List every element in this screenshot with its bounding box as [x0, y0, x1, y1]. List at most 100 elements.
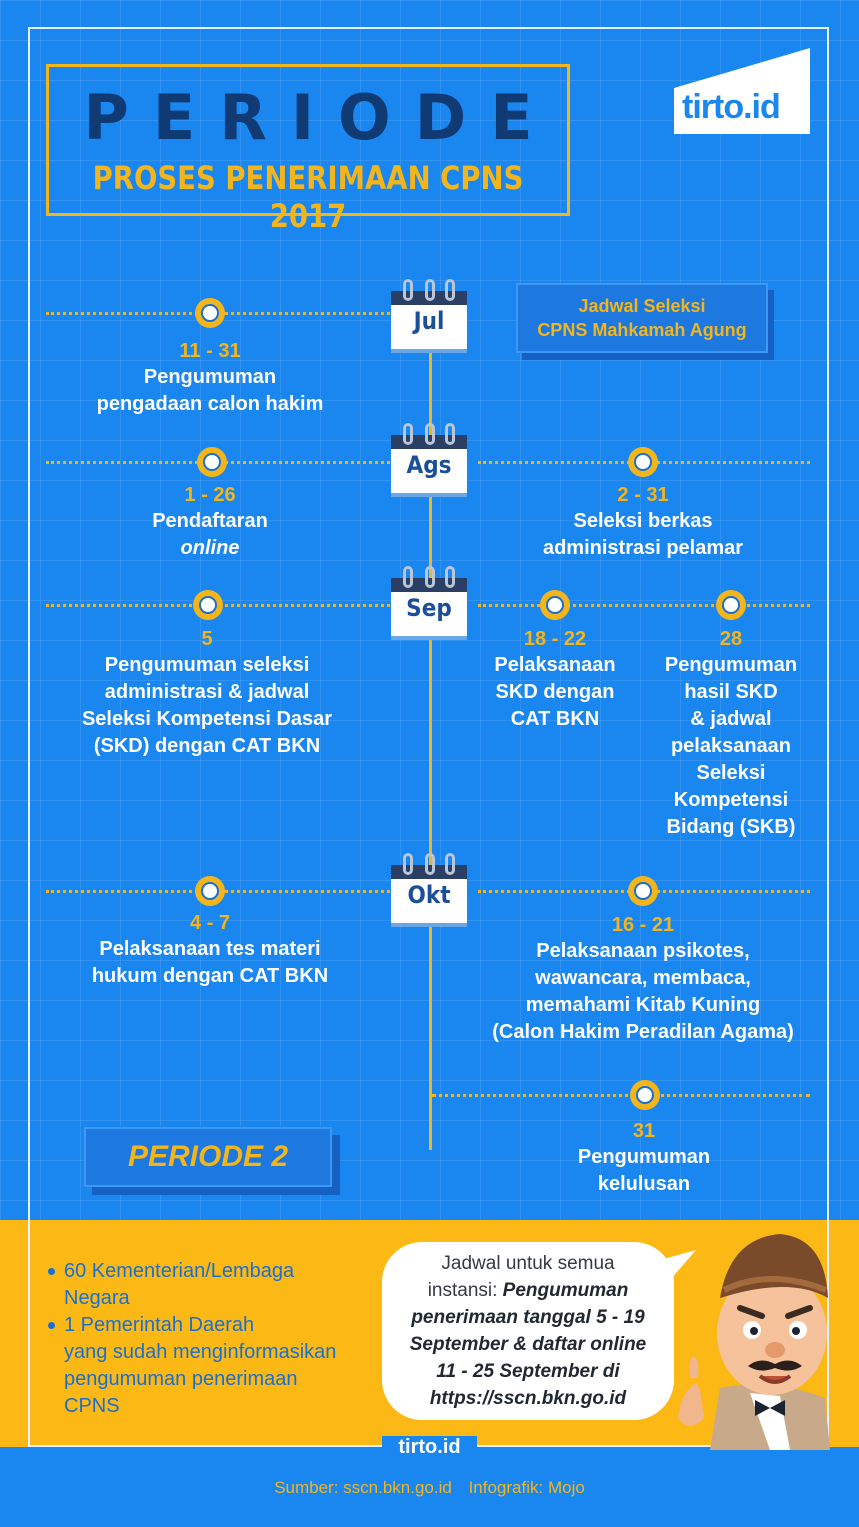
mascot-character-icon	[678, 1234, 830, 1450]
page-subtitle: PROSES PENERIMAAN CPNS 2017	[92, 159, 524, 235]
event-ags-left: 1 - 26 Pendaftaran online	[60, 482, 360, 562]
schedule-label-line: Jadwal Seleksi	[578, 296, 706, 316]
footer-band	[0, 1447, 859, 1527]
event-desc: Bidang (SKB)	[666, 816, 796, 838]
event-desc: Seleksi	[696, 762, 766, 784]
timeline-dot	[193, 590, 223, 620]
event-desc: hukum dengan CAT BKN	[91, 965, 329, 987]
calendar-icon: Ags	[391, 423, 467, 493]
title-box: PERIODE PROSES PENERIMAAN CPNS 2017	[46, 64, 570, 235]
event-desc: Pengumuman	[143, 366, 277, 388]
timeline-axis	[429, 320, 432, 1150]
event-ags-right: 2 - 31 Seleksi berkas administrasi pelam…	[493, 482, 793, 562]
list-item-line: Negara	[64, 1287, 130, 1309]
source-text: Sumber: sscn.bkn.go.id	[274, 1478, 452, 1497]
event-desc: Kompetensi	[673, 789, 789, 811]
calendar-icon: Sep	[391, 566, 467, 636]
bubble-bold: September & daftar online	[409, 1334, 647, 1355]
logo-text: tirto.id	[682, 88, 781, 126]
logo-badge-icon	[674, 48, 810, 134]
event-sep-left: 5 Pengumuman seleksi administrasi & jadw…	[52, 626, 362, 760]
calendar-icon: Jul	[391, 279, 467, 349]
event-date: 31	[632, 1120, 656, 1142]
event-jul-left: 11 - 31 Pengumuman pengadaan calon hakim	[60, 338, 360, 418]
event-final: 31 Pengumuman kelulusan	[544, 1118, 744, 1198]
event-desc: (SKD) dengan CAT BKN	[93, 735, 321, 757]
schedule-label-line: CPNS Mahkamah Agung	[537, 320, 747, 340]
timeline-connector	[478, 604, 810, 607]
list-item-line: pengumuman penerimaan	[64, 1368, 298, 1390]
event-desc-italic: online	[180, 537, 240, 559]
month-label: Sep	[406, 594, 452, 622]
bubble-line: Jadwal untuk semua	[441, 1253, 615, 1274]
event-desc: Pengumuman	[577, 1146, 711, 1168]
event-desc: (Calon Hakim Peradilan Agama)	[492, 1021, 794, 1043]
bubble-line: instansi:	[427, 1280, 503, 1301]
footer-brand: tirto.id	[382, 1436, 477, 1458]
event-date: 4 - 7	[189, 912, 231, 934]
footer-brand-wrap: tirto.id	[0, 1436, 859, 1459]
list-item: 60 Kementerian/Lembaga Negara	[46, 1258, 376, 1312]
list-item-line: yang sudah menginformasikan	[64, 1341, 337, 1363]
event-desc: Pengumuman	[664, 654, 798, 676]
timeline-dot	[630, 1080, 660, 1110]
event-desc: pengadaan calon hakim	[96, 393, 324, 415]
event-desc: Pelaksanaan	[494, 654, 616, 676]
credit-text: Infografik: Mojo	[468, 1478, 585, 1497]
month-label: Ags	[406, 451, 452, 479]
event-desc: kelulusan	[597, 1173, 691, 1195]
bubble-bold: penerimaan tanggal 5 - 19	[411, 1307, 645, 1328]
page-title: PERIODE	[83, 81, 557, 154]
event-sep-mid: 18 - 22 Pelaksanaan SKD dengan CAT BKN	[475, 626, 635, 733]
speech-tail-icon	[660, 1250, 696, 1280]
event-desc: administrasi & jadwal	[104, 681, 310, 703]
event-desc: & jadwal	[690, 708, 772, 730]
event-desc: pelaksanaan	[670, 735, 792, 757]
timeline-dot	[540, 590, 570, 620]
timeline-dot	[195, 876, 225, 906]
event-date: 11 - 31	[179, 340, 241, 362]
event-desc: Pelaksanaan tes materi	[99, 938, 321, 960]
event-okt-right: 16 - 21 Pelaksanaan psikotes, wawancara,…	[473, 912, 813, 1046]
event-date: 16 - 21	[611, 914, 675, 936]
timeline-dot	[628, 447, 658, 477]
bubble-bold: https://sscn.bkn.go.id	[429, 1388, 627, 1409]
event-desc: CAT BKN	[510, 708, 600, 730]
event-date: 2 - 31	[617, 484, 669, 506]
event-date: 5	[201, 628, 213, 650]
tirto-logo: tirto.id	[674, 48, 810, 134]
list-item-line: CPNS	[64, 1395, 120, 1417]
timeline-connector	[432, 1094, 810, 1097]
speech-bubble	[382, 1242, 674, 1420]
list-item: 1 Pemerintah Daerah yang sudah menginfor…	[46, 1312, 376, 1420]
source-line: Sumber: sscn.bkn.go.id Infografik: Mojo	[0, 1478, 859, 1498]
event-desc: administrasi pelamar	[542, 537, 744, 559]
timeline-dot	[195, 298, 225, 328]
bubble-text: Jadwal untuk semua instansi: Pengumuman …	[390, 1250, 666, 1412]
timeline-dot	[628, 876, 658, 906]
event-date: 28	[719, 628, 743, 650]
event-desc: memahami Kitab Kuning	[525, 994, 761, 1016]
calendar-icon: Okt	[391, 853, 467, 923]
schedule-label: Jadwal Seleksi CPNS Mahkamah Agung	[516, 283, 768, 353]
list-item-line: 60 Kementerian/Lembaga	[64, 1260, 295, 1282]
event-desc: wawancara, membaca,	[535, 967, 751, 989]
event-date: 1 - 26	[184, 484, 236, 506]
bubble-bold: 11 - 25 September di	[436, 1361, 620, 1382]
event-desc: Seleksi Kompetensi Dasar	[81, 708, 333, 730]
event-desc: SKD dengan	[495, 681, 615, 703]
event-desc: Seleksi berkas	[573, 510, 713, 532]
month-label: Jul	[413, 307, 445, 335]
periode2-label: PERIODE 2	[84, 1127, 332, 1187]
event-desc: Pendaftaran	[152, 510, 268, 532]
event-desc: Pelaksanaan psikotes,	[536, 940, 750, 962]
timeline-dot	[197, 447, 227, 477]
list-item-line: 1 Pemerintah Daerah	[64, 1314, 255, 1336]
institution-list: 60 Kementerian/Lembaga Negara 1 Pemerint…	[46, 1258, 376, 1420]
timeline-dot	[716, 590, 746, 620]
event-sep-right: 28 Pengumuman hasil SKD & jadwal pelaksa…	[651, 626, 811, 841]
month-label: Okt	[407, 881, 451, 909]
event-desc: Pengumuman seleksi	[104, 654, 310, 676]
event-okt-left: 4 - 7 Pelaksanaan tes materi hukum denga…	[60, 910, 360, 990]
event-date: 18 - 22	[523, 628, 587, 650]
